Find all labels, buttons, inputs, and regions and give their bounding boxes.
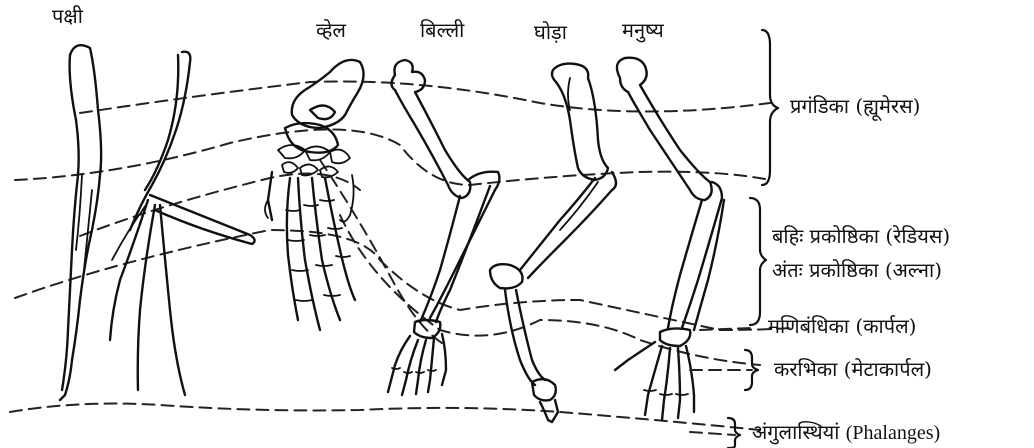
bone-label-ulna: अंतः प्रकोष्ठिका (अल्ना) bbox=[772, 260, 942, 280]
region-guide-lines bbox=[10, 81, 790, 430]
guide-line-humerus-end bbox=[15, 129, 770, 185]
bone-label-phalanges-english: (Phalanges) bbox=[846, 422, 940, 444]
brace-humerus bbox=[762, 30, 778, 185]
bone-label-metacarpal: करभिका (मेटाकार्पल) bbox=[774, 359, 932, 379]
bone-label-humerus: प्रगंडिका (ह्यूमेरस) bbox=[790, 96, 920, 116]
horse-forelimb-bones bbox=[490, 64, 616, 422]
bone-label-radius: बहिः प्रकोष्ठिका (रेडियस) bbox=[772, 226, 950, 246]
animal-label-horse: घोड़ा bbox=[534, 22, 567, 42]
label-braces bbox=[690, 30, 778, 448]
bone-label-phalanges-hindi: अंगुलास्थियां bbox=[752, 420, 839, 444]
guide-line-forearm-end bbox=[15, 230, 790, 330]
brace-phalanges bbox=[728, 418, 740, 448]
bone-label-phalanges: अंगुलास्थियां (Phalanges) bbox=[752, 422, 940, 443]
animal-label-bird: पक्षी bbox=[52, 6, 83, 26]
bird-wing-bones bbox=[60, 45, 255, 400]
whale-flipper-bones bbox=[265, 60, 364, 330]
animal-label-cat: बिल्ली bbox=[420, 20, 464, 40]
pointer-phalanges bbox=[690, 432, 735, 435]
bone-label-carpal: मणिबंधिका (कार्पल) bbox=[768, 316, 916, 336]
guide-line-carpal bbox=[340, 215, 760, 365]
cat-forelimb-bones bbox=[388, 60, 499, 395]
animal-label-whale: व्हेल bbox=[316, 20, 346, 40]
guide-line-bottom bbox=[10, 404, 760, 430]
animal-label-human: मनुष्य bbox=[622, 20, 664, 40]
brace-forearm bbox=[750, 198, 766, 325]
